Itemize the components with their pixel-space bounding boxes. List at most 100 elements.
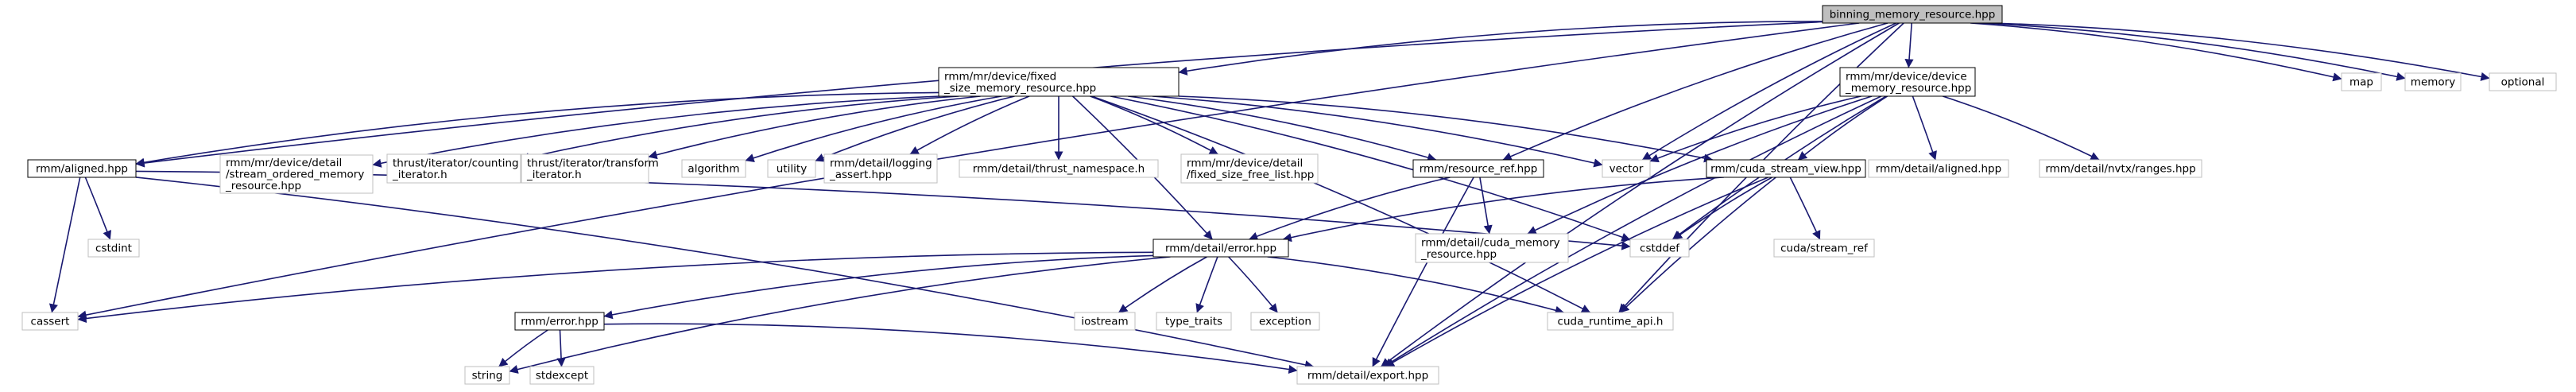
node-csv[interactable]: rmm/cuda_stream_view.hpp bbox=[1706, 159, 1866, 178]
node-box-cstdint bbox=[87, 239, 140, 258]
node-box-fixed bbox=[938, 67, 1180, 97]
edge-fixed-to-algorithm bbox=[745, 95, 1002, 162]
node-box-devmr bbox=[1839, 67, 1976, 97]
node-box-nvtx bbox=[2039, 159, 2202, 178]
node-box-vector bbox=[1602, 159, 1651, 178]
node-box-aligned bbox=[27, 159, 137, 178]
node-box-logging bbox=[823, 153, 938, 184]
edge-root-to-memory bbox=[1979, 22, 2406, 81]
node-label-counting: _iterator.h bbox=[392, 169, 447, 181]
node-logging: rmm/detail/logging_assert.hpp bbox=[823, 153, 938, 184]
node-devmr[interactable]: rmm/mr/device/device_memory_resource.hpp bbox=[1839, 67, 1976, 97]
node-label-exception: exception bbox=[1259, 316, 1311, 328]
edge-devmr-to-vector bbox=[1649, 95, 1861, 163]
node-box-optional bbox=[2489, 72, 2557, 91]
node-streamref: cuda/stream_ref bbox=[1773, 239, 1875, 258]
node-label-devmr: rmm/mr/device/device bbox=[1846, 70, 1967, 83]
node-box-exception bbox=[1250, 312, 1320, 331]
node-label-cassert: cassert bbox=[31, 316, 70, 328]
node-typetraits: type_traits bbox=[1156, 312, 1232, 331]
edge-error-to-string bbox=[509, 256, 1171, 374]
edge-devmr-to-csv bbox=[1797, 95, 1888, 161]
node-dalign: rmm/detail/aligned.hpp bbox=[1868, 159, 2009, 178]
edge-error-to-iostream bbox=[1118, 256, 1207, 313]
node-label-sorted: _resource.hpp bbox=[225, 180, 301, 192]
node-algorithm: algorithm bbox=[681, 159, 746, 178]
edge-root-to-optional bbox=[1991, 22, 2490, 81]
node-box-csv bbox=[1706, 159, 1866, 178]
node-box-root bbox=[1822, 5, 2003, 24]
edge-aligned-to-export bbox=[135, 177, 1315, 370]
edge-error-to-typetraits bbox=[1195, 256, 1218, 313]
node-label-error: rmm/detail/error.hpp bbox=[1165, 243, 1276, 255]
node-fixed[interactable]: rmm/mr/device/fixed_size_memory_resource… bbox=[938, 67, 1180, 97]
node-optional: optional bbox=[2489, 72, 2557, 91]
node-map: map bbox=[2341, 72, 2382, 91]
node-label-logging: rmm/detail/logging bbox=[830, 157, 932, 169]
node-error[interactable]: rmm/detail/error.hpp bbox=[1152, 239, 1289, 258]
edge-fixed-to-cstddef bbox=[1110, 95, 1631, 242]
edge-devmr-to-dalign bbox=[1912, 95, 1937, 161]
node-label-algorithm: algorithm bbox=[688, 163, 739, 176]
node-label-vector: vector bbox=[1610, 163, 1644, 176]
edge-rmmerror-to-string bbox=[498, 329, 548, 367]
node-nvtx: rmm/detail/nvtx/ranges.hpp bbox=[2039, 159, 2202, 178]
edge-fixed-to-logging bbox=[909, 95, 1030, 155]
edge-devmr-to-cudamr bbox=[1527, 95, 1873, 235]
node-label-thrustns: rmm/detail/thrust_namespace.h bbox=[973, 163, 1145, 176]
node-label-fixed: rmm/mr/device/fixed bbox=[944, 70, 1056, 83]
node-memory: memory bbox=[2404, 72, 2462, 91]
node-label-stdexcept: stdexcept bbox=[536, 370, 588, 382]
node-cudamr: rmm/detail/cuda_memory_resource.hpp bbox=[1415, 233, 1569, 263]
graph-nodes: binning_memory_resource.hpp rmm/mr/device… bbox=[21, 5, 2557, 385]
edge-fixed-to-cudart bbox=[1091, 95, 1591, 313]
edge-fixed-to-sorted bbox=[372, 95, 941, 168]
edge-fixed-to-aligned bbox=[135, 91, 939, 167]
edge-rmmerror-to-export bbox=[603, 323, 1298, 374]
node-label-cudamr: _resource.hpp bbox=[1420, 248, 1497, 261]
node-counting: thrust/iterator/counting_iterator.h bbox=[386, 153, 521, 184]
node-root[interactable]: binning_memory_resource.hpp bbox=[1822, 5, 2003, 24]
node-box-algorithm bbox=[681, 159, 746, 178]
edge-root-to-vector bbox=[1641, 22, 1896, 161]
node-box-string bbox=[464, 366, 510, 385]
node-string: string bbox=[464, 366, 510, 385]
node-utility: utility bbox=[767, 159, 816, 178]
edge-root-to-map bbox=[1970, 22, 2342, 82]
node-label-transform: _iterator.h bbox=[526, 169, 582, 181]
edge-csv-to-cudart bbox=[1620, 177, 1776, 313]
edge-error-to-exception bbox=[1228, 256, 1278, 313]
node-label-optional: optional bbox=[2501, 76, 2545, 89]
edge-error-to-cudart bbox=[1267, 256, 1564, 315]
node-label-csv: rmm/cuda_stream_view.hpp bbox=[1710, 163, 1861, 176]
node-box-cudamr bbox=[1415, 233, 1569, 263]
edge-devmr-to-export bbox=[1383, 95, 1882, 367]
edge-root-to-export bbox=[1381, 22, 1900, 367]
node-box-freelist bbox=[1180, 153, 1319, 184]
node-rmmerror[interactable]: rmm/error.hpp bbox=[514, 312, 605, 331]
node-aligned[interactable]: rmm/aligned.hpp bbox=[27, 159, 137, 178]
node-label-nvtx: rmm/detail/nvtx/ranges.hpp bbox=[2045, 163, 2195, 176]
node-label-sorted: rmm/mr/device/detail bbox=[226, 157, 342, 169]
node-vector: vector bbox=[1602, 159, 1651, 178]
edge-root-to-devmr bbox=[1904, 22, 1914, 68]
node-label-memory: memory bbox=[2411, 76, 2455, 89]
node-box-transform bbox=[521, 153, 649, 184]
edge-fixed-to-csv bbox=[1178, 95, 1714, 163]
node-label-root: binning_memory_resource.hpp bbox=[1830, 9, 1996, 21]
edge-csv-to-cstddef bbox=[1673, 177, 1772, 240]
node-resref[interactable]: rmm/resource_ref.hpp bbox=[1412, 159, 1544, 178]
node-label-logging: _assert.hpp bbox=[829, 169, 892, 181]
node-transform: thrust/iterator/transform_iterator.h bbox=[521, 153, 659, 184]
edge-root-to-fixed bbox=[1178, 21, 1823, 76]
node-export: rmm/detail/export.hpp bbox=[1296, 366, 1439, 385]
node-label-map: map bbox=[2349, 76, 2373, 89]
edge-error-to-rmmerror bbox=[603, 254, 1154, 320]
graph-edges bbox=[48, 21, 2490, 374]
edge-fixed-to-utility bbox=[815, 95, 1015, 162]
node-label-string: string bbox=[472, 370, 503, 382]
edge-fixed-to-resref bbox=[1128, 95, 1437, 162]
node-sorted: rmm/mr/device/detail/stream_ordered_memo… bbox=[219, 154, 374, 194]
node-freelist: rmm/mr/device/detail/fixed_size_free_lis… bbox=[1180, 153, 1319, 184]
